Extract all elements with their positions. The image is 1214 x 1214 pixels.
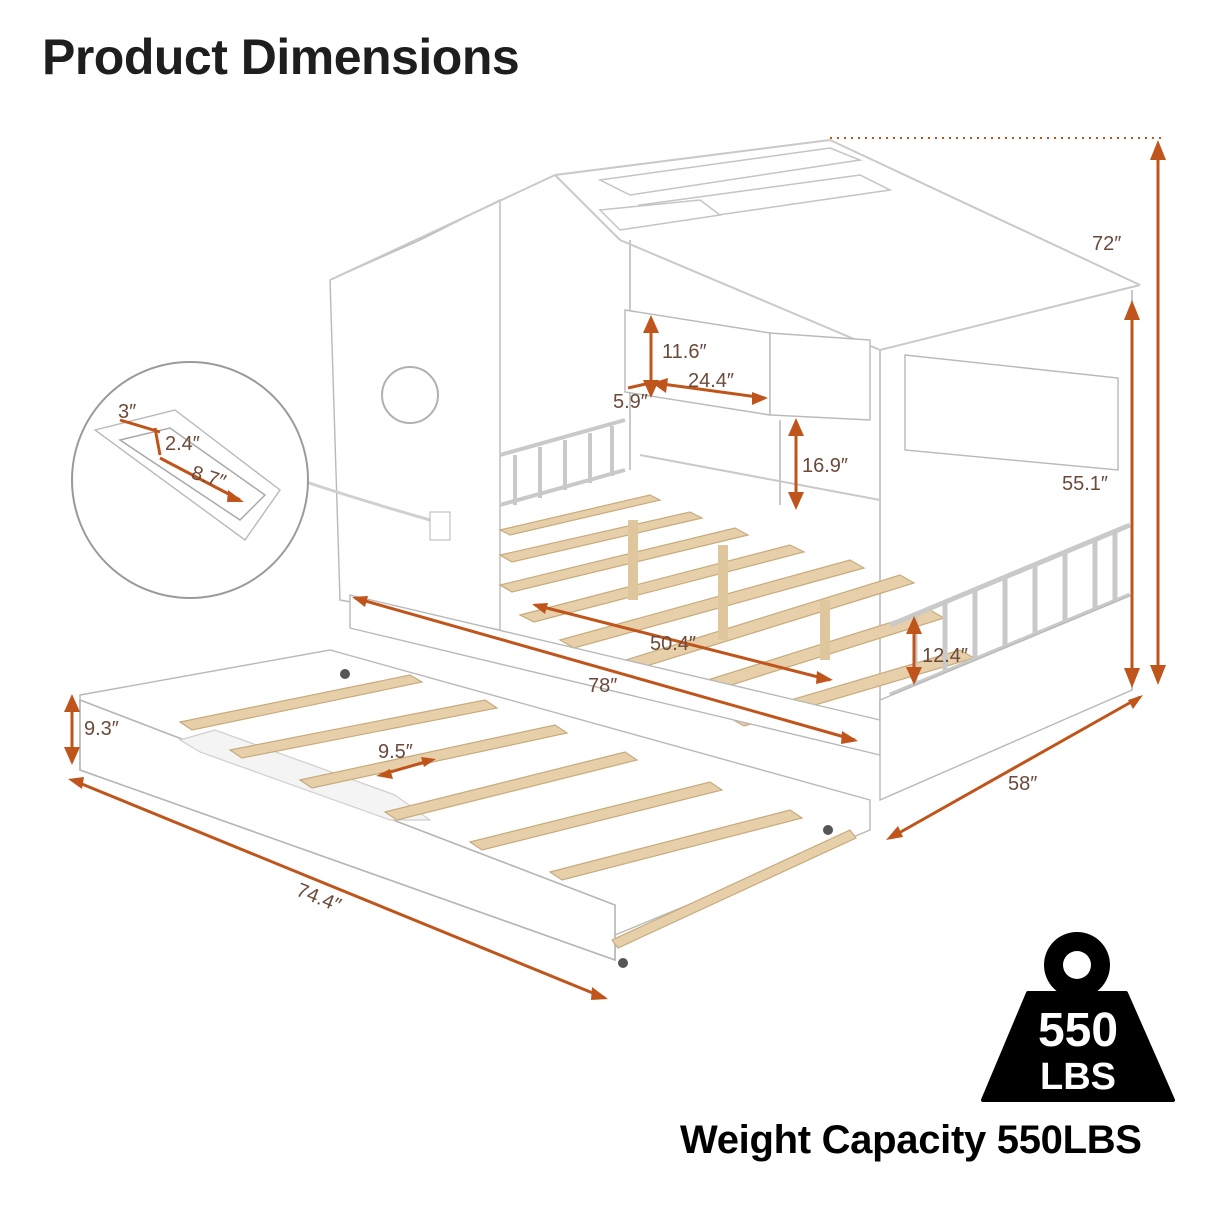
dim-trundle-slat-gap: 9.5″ [378,741,413,763]
trundle-illustration [79,649,871,968]
dim-slat-span: 50.4″ [650,633,696,655]
dimension-labels: 72″ 55.1″ 11.6″ 24.4″ 5.9″ 16.9″ 50.4″ 7… [84,233,1121,917]
dim-shelf-depth: 5.9″ [613,391,648,413]
dim-trundle-height: 9.3″ [84,718,119,740]
dim-trundle-length: 74.4″ [293,879,344,917]
dim-shelf-height: 11.6″ [662,341,707,363]
dim-holder-a: 3″ [118,401,136,423]
dim-width: 58″ [1008,773,1037,795]
dim-length: 78″ [588,675,617,697]
badge-value: 550 [1038,1004,1118,1057]
dimension-arrows [64,137,1166,1000]
badge-unit: LBS [1040,1056,1116,1098]
weight-capacity-caption: Weight Capacity 550LBS [680,1118,1142,1162]
dim-guard-height: 12.4″ [922,645,968,667]
bed-illustration [329,139,1141,802]
dim-height-side: 55.1″ [1062,473,1108,495]
dim-height-total: 72″ [1092,233,1121,255]
page-title: Product Dimensions [42,29,520,85]
dim-shelf-width: 24.4″ [688,370,734,392]
dim-holder-b: 2.4″ [165,433,200,455]
dim-rail-height: 16.9″ [802,455,848,477]
weight-icon: 550 LBS [981,932,1175,1102]
